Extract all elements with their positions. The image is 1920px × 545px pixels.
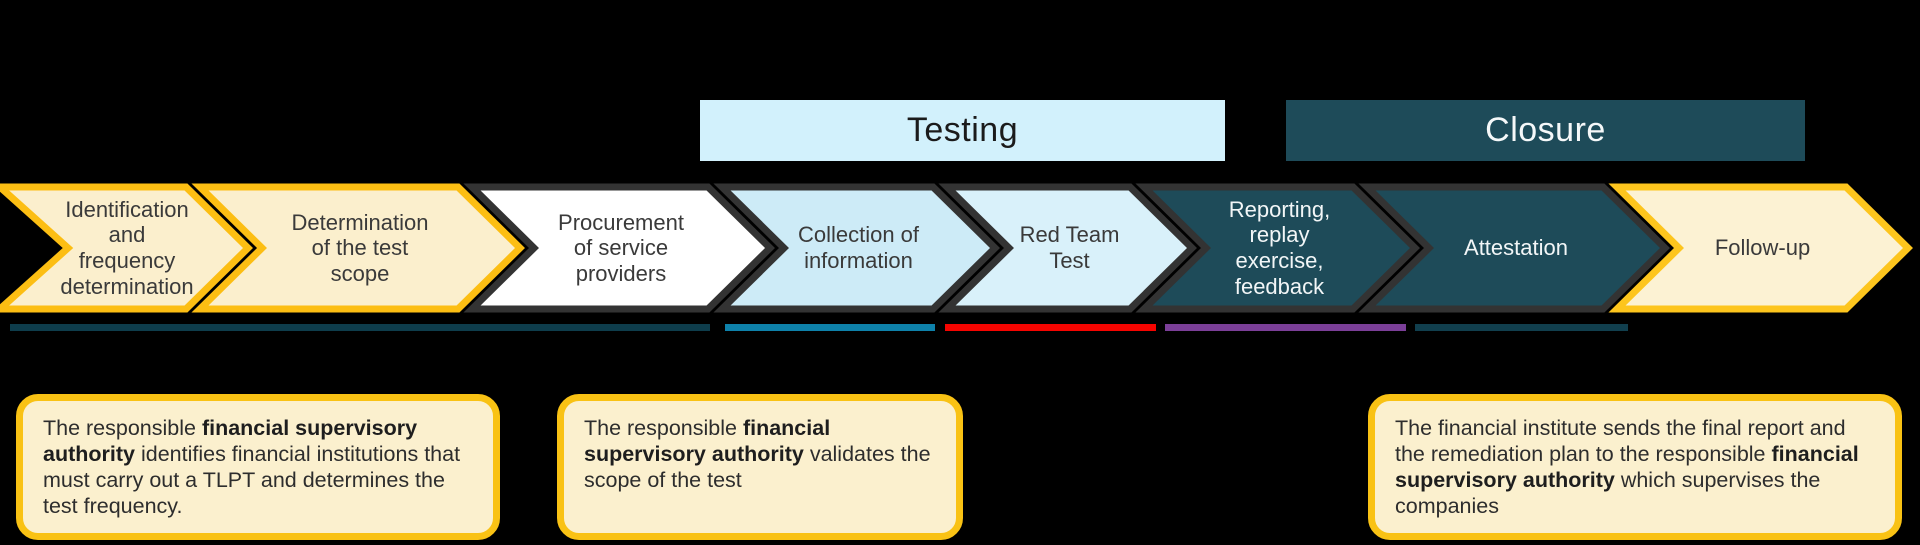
step-label-5: Red Team Test — [1019, 222, 1120, 273]
process-step-band: Identification and frequency determinati… — [0, 180, 1920, 316]
phase-underline-bar-2 — [725, 324, 935, 331]
callout-note-2: The responsible financial supervisory au… — [557, 394, 963, 540]
callout-note-3: The financial institute sends the final … — [1368, 394, 1902, 540]
chevron-shape-step-4 — [713, 183, 1000, 313]
step-label-7: Attestation — [1464, 235, 1568, 261]
step-label-8: Follow-up — [1714, 235, 1811, 261]
callout-text: The financial institute sends the final … — [1395, 416, 1846, 466]
callout-text: The responsible — [43, 416, 202, 440]
phase-underline-bar-1 — [10, 324, 710, 331]
phase-band-testing: Testing — [700, 100, 1225, 161]
chevron-shape-step-2 — [191, 183, 525, 313]
callout-text: which supervises the companies — [1395, 468, 1821, 518]
chevron-shape-step-3 — [463, 183, 775, 313]
step-label-2: Determination of the test scope — [291, 209, 429, 286]
step-label-4: Collection of information — [797, 222, 920, 273]
phase-band-closure-label: Closure — [1485, 111, 1606, 149]
step-label-6: Reporting, replay exercise, feedback — [1228, 196, 1331, 299]
phase-band-closure: Closure — [1286, 100, 1805, 161]
phase-underline-bar-3 — [945, 324, 1156, 331]
chevron-shape-step-5 — [938, 183, 1197, 313]
callout-text: identifies financial institutions that m… — [43, 442, 461, 518]
chevron-shape-step-7 — [1358, 183, 1670, 313]
phase-underline-bar-5 — [1415, 324, 1628, 331]
callout-text: validates the scope of the test — [584, 442, 931, 492]
phase-band-testing-label: Testing — [906, 111, 1019, 149]
phase-underline-bar-4 — [1165, 324, 1406, 331]
chevron-shape-step-6 — [1135, 183, 1420, 313]
chevron-shape-step-8 — [1608, 183, 1913, 313]
callout-bold-text: financial supervisory authority — [584, 416, 831, 466]
callout-note-1: The responsible financial supervisory au… — [16, 394, 500, 540]
chevron-shape-step-1 — [0, 183, 253, 313]
step-label-3: Procurement of service providers — [558, 209, 684, 286]
callout-text: The responsible — [584, 416, 743, 440]
callout-bold-text: financial supervisory authority — [1395, 442, 1859, 492]
step-label-1: Identification and frequency determinati… — [60, 196, 194, 299]
process-chevrons — [0, 183, 1913, 313]
callout-bold-text: financial supervisory authority — [43, 416, 418, 466]
